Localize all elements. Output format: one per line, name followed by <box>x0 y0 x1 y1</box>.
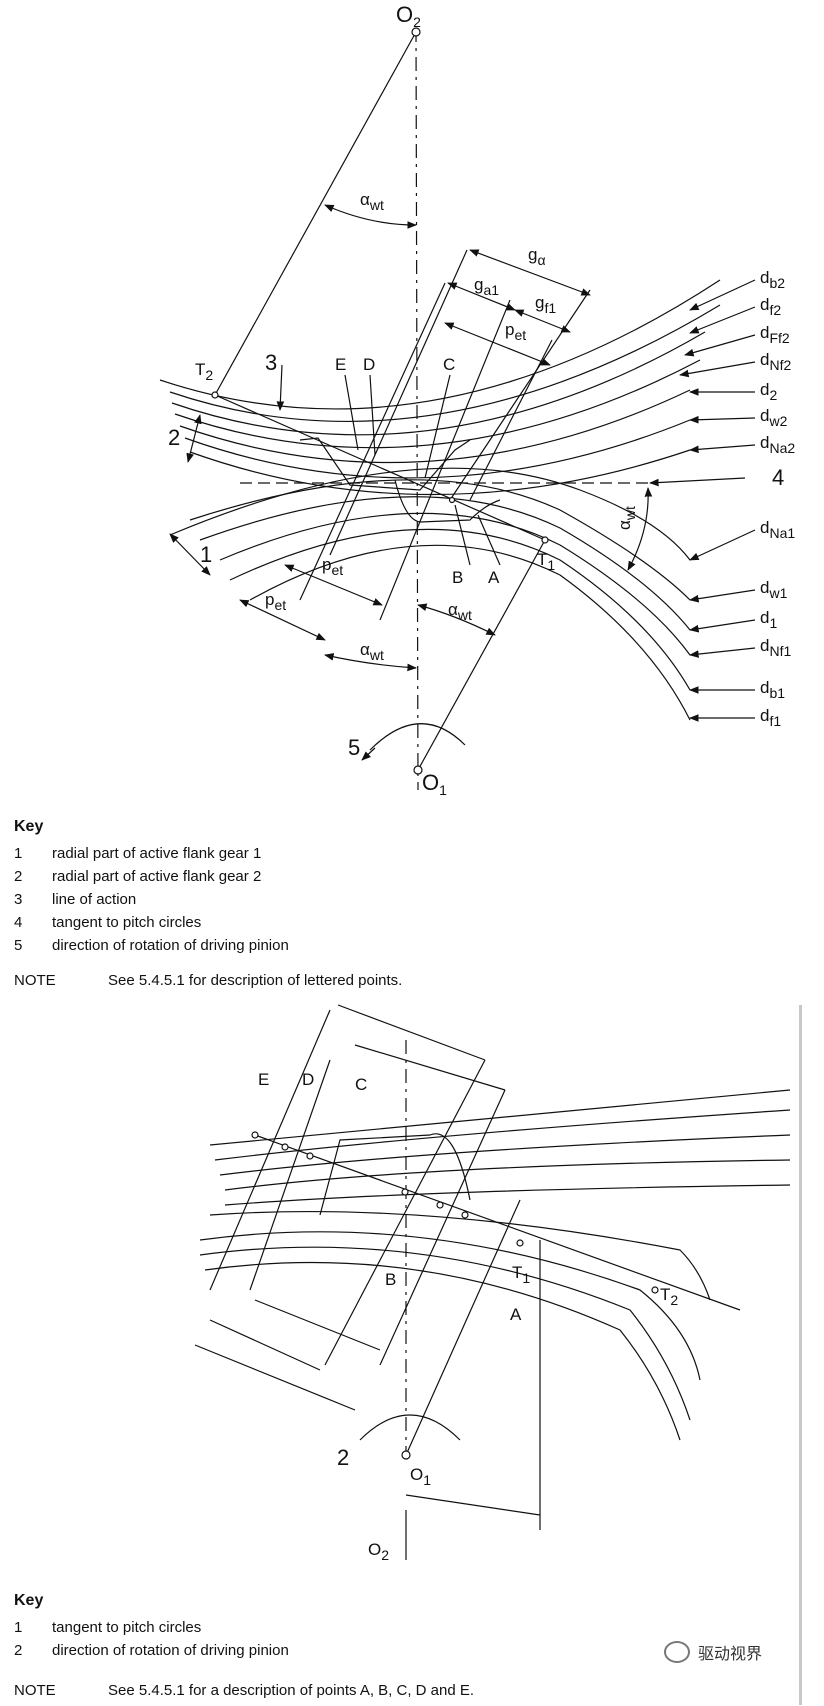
point-label-D-2: D <box>302 1070 314 1089</box>
angle-label-right: αwt <box>615 506 638 530</box>
angle-label-mid: αwt <box>448 600 472 623</box>
angle-label-top: αwt <box>360 190 384 213</box>
watermark: 驱动视界 <box>663 1640 762 1664</box>
diam-label: dw2 <box>760 406 788 429</box>
dim-g-alpha: gα <box>528 245 546 268</box>
label-O1: O1 <box>422 770 447 798</box>
callout-2-fig2: 2 <box>337 1445 349 1470</box>
label-T1: T1 <box>537 550 555 573</box>
key-title: Key <box>14 818 44 835</box>
page-edge <box>799 1005 802 1705</box>
circle-dNf2 <box>174 359 701 449</box>
circle-db1 <box>229 528 691 691</box>
wechat-icon <box>663 1641 690 1663</box>
key-title: Key <box>14 1592 44 1609</box>
dim-g-f1: gf1 <box>535 293 556 316</box>
point-T1 <box>541 536 549 544</box>
callout-1: 1 <box>200 542 212 567</box>
label-O2-2: O2 <box>368 1540 389 1560</box>
point-label-C-2: C <box>355 1075 367 1094</box>
gear-mesh-diagram-internal: E D C B A T1 T2 O1 O2 2 <box>194 1004 791 1560</box>
label-T2: T2 <box>195 360 213 383</box>
angle-arc-top <box>324 204 417 229</box>
angle-label-low: αwt <box>360 640 384 663</box>
point-label-A: A <box>488 568 500 587</box>
diam-label: df2 <box>760 295 781 318</box>
point-label-C: C <box>443 355 455 374</box>
dim-p-et-mid: pet <box>322 555 343 578</box>
circle-d1 <box>199 496 691 631</box>
point-O2 <box>411 27 421 37</box>
point-label-D: D <box>363 355 375 374</box>
circle-dw2 <box>184 419 691 479</box>
rotation-arc <box>369 723 466 751</box>
label-O2: O2 <box>396 2 421 30</box>
diam-label: df1 <box>760 706 781 729</box>
point-label-E-2: E <box>258 1070 269 1089</box>
diam-label: dNf2 <box>760 350 791 373</box>
point-label-A-2: A <box>510 1305 522 1324</box>
point-label-B-2: B <box>385 1270 396 1289</box>
line-O1-T1 <box>417 539 546 771</box>
circle-df2 <box>169 304 721 422</box>
angle-arc-mid <box>417 603 496 636</box>
point-label-E: E <box>335 355 346 374</box>
diam-label: d2 <box>760 380 777 403</box>
diameter-labels: db2 df2 dFf2 dNf2 d2 dw2 dNa2 dNa1 dw1 d… <box>760 268 795 729</box>
diam-label: dNa1 <box>760 518 795 541</box>
diam-label: dNf1 <box>760 636 791 659</box>
diam-label: d1 <box>760 608 777 631</box>
angle-arc-low <box>324 653 417 672</box>
tooth-gear1 <box>394 479 501 523</box>
center-line <box>415 27 419 791</box>
gear-mesh-diagram-external: O2 O1 T2 T1 E D C B A 1 2 3 4 5 αwt αwt … <box>159 2 795 798</box>
diam-label: dFf2 <box>760 323 790 346</box>
point-label-B: B <box>452 568 463 587</box>
label-O1-2: O1 <box>410 1465 431 1488</box>
diam-label: db2 <box>760 268 785 291</box>
label-T2-2: T2 <box>660 1285 678 1308</box>
point-O1 <box>413 765 423 775</box>
point-T2 <box>211 391 219 399</box>
diameter-leaders <box>649 279 756 722</box>
circle-dNf1 <box>219 512 691 656</box>
circle-dFf2 <box>171 331 706 436</box>
label-T1-2: T1 <box>512 1263 530 1286</box>
line-of-action <box>214 394 546 541</box>
circle-dNa2 <box>189 449 691 496</box>
dim-g-a1: ga1 <box>474 275 499 298</box>
angle-arc-right <box>627 487 653 571</box>
circle-df1 <box>249 544 691 721</box>
line-O2-T2 <box>214 31 417 396</box>
callout-3: 3 <box>265 350 277 375</box>
diam-label: dNa2 <box>760 433 795 456</box>
dim-p-et-low: pet <box>265 590 286 613</box>
diam-label: db1 <box>760 678 785 701</box>
point-B <box>448 496 456 504</box>
callout-5: 5 <box>348 735 360 760</box>
circle-d2 <box>179 389 691 464</box>
diam-label: dw1 <box>760 578 788 601</box>
circle-db2 <box>159 279 721 410</box>
dim-p-et-top: pet <box>505 320 526 343</box>
callout-4: 4 <box>772 465 784 490</box>
callout-2: 2 <box>168 425 180 450</box>
